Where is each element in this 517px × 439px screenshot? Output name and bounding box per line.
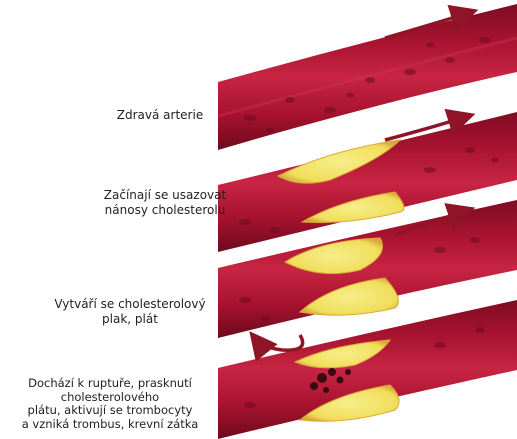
stage-label-line: plátu, aktivují se trombocyty — [0, 404, 220, 418]
stage-label-healthy: Zdravá arterie — [90, 108, 230, 123]
stage-label-line: nánosy cholesterolu — [90, 203, 240, 218]
stage-label-line: a vzniká trombus, krevní zátka — [0, 418, 220, 432]
backflow-arrow-icon — [258, 335, 303, 350]
stage-label-line: Začínají se usazovat — [90, 188, 240, 203]
stage-label-line: cholesterolového — [0, 391, 220, 405]
stage-label-line: Dochází k ruptuře, prasknutí — [0, 377, 220, 391]
stage-label-plaque: Vytváří se cholesterolový plak, plát — [30, 297, 230, 327]
stage-label-line: plak, plát — [30, 312, 230, 327]
stage-label-rupture: Dochází k ruptuře, prasknutí cholesterol… — [0, 377, 220, 431]
stage-label-line: Zdravá arterie — [90, 108, 230, 123]
stage-label-line: Vytváří se cholesterolový — [30, 297, 230, 312]
stage-label-deposits: Začínají se usazovat nánosy cholesterolu — [90, 188, 240, 218]
